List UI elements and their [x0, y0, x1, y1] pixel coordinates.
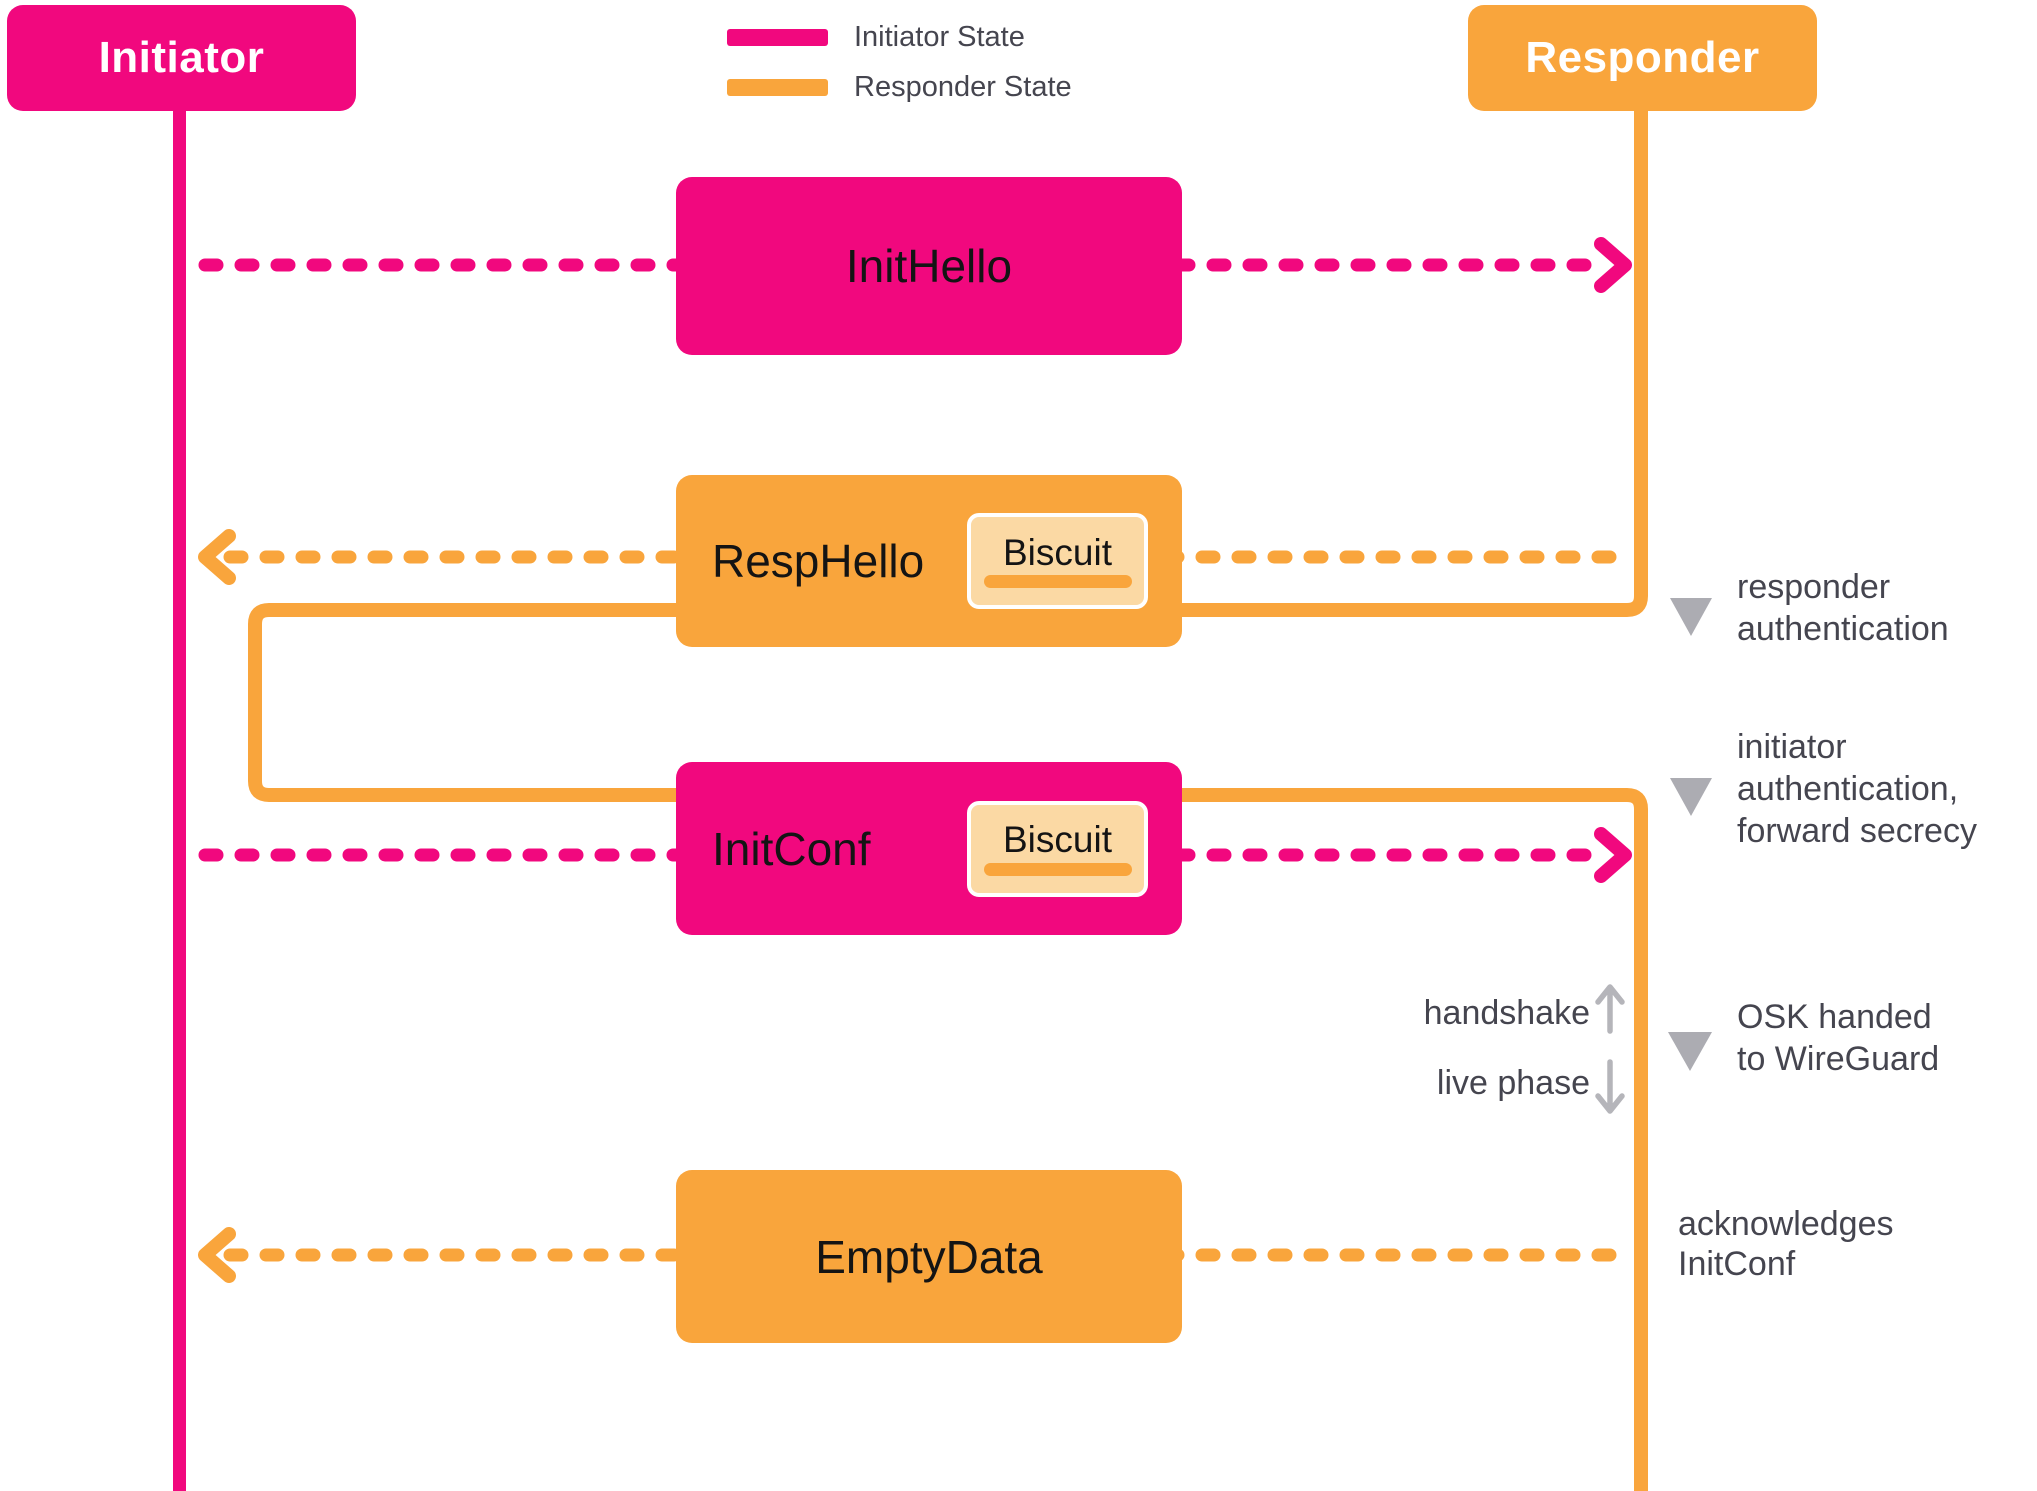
message-box-emptydata: EmptyData: [676, 1170, 1182, 1343]
biscuit-underline: [983, 575, 1132, 589]
legend-swatch-responder-state: [727, 78, 828, 96]
annotation-acknowledges-initconf: acknowledges InitConf: [1678, 1205, 1894, 1283]
legend-label-responder-state: Responder State: [854, 70, 1072, 103]
initiator-auth-triangle-icon: [1670, 778, 1712, 816]
annotation-handshake-phase: handshake: [1423, 994, 1590, 1032]
legend-swatch-initiator-state: [727, 28, 828, 46]
emptydata-arrowhead-icon: [198, 1227, 236, 1283]
biscuit-label: Biscuit: [1003, 531, 1112, 573]
legend-item-responder-state: Responder State: [727, 70, 1072, 104]
biscuit-underline: [983, 862, 1132, 876]
actor-initiator: Initiator: [7, 5, 356, 111]
biscuit-badge: Biscuit: [967, 800, 1148, 897]
inithello-arrowhead-icon: [1594, 237, 1632, 293]
annotation-osk-handed-to-wireguard: OSK handed to WireGuard: [1737, 998, 1940, 1078]
biscuit-badge: Biscuit: [967, 513, 1148, 609]
legend-item-initiator-state: Initiator State: [727, 20, 1072, 54]
message-label: RespHello: [712, 535, 925, 587]
actor-responder-label: Responder: [1525, 33, 1760, 82]
annotation-initiator-authentication: initiator authentication, forward secrec…: [1737, 728, 1977, 850]
message-label: InitConf: [712, 822, 871, 875]
handshake-up-arrow-icon: [1595, 984, 1625, 1034]
legend: Initiator State Responder State: [727, 20, 1072, 120]
osk-triangle-icon: [1668, 1032, 1712, 1071]
actor-responder: Responder: [1468, 5, 1817, 111]
message-box-resphello: RespHello Biscuit: [676, 475, 1182, 647]
resphello-arrowhead-icon: [198, 529, 236, 585]
actor-initiator-label: Initiator: [98, 33, 265, 82]
responder-auth-triangle-icon: [1670, 598, 1712, 636]
live-phase-down-arrow-icon: [1595, 1059, 1625, 1114]
initconf-arrowhead-icon: [1594, 827, 1632, 883]
message-label: EmptyData: [815, 1230, 1043, 1283]
biscuit-label: Biscuit: [1003, 819, 1112, 861]
responder-state-path: [248, 95, 1648, 1491]
message-label: InitHello: [845, 240, 1013, 292]
message-box-initconf: InitConf Biscuit: [676, 762, 1182, 935]
annotation-live-phase: live phase: [1436, 1064, 1590, 1102]
annotation-responder-authentication: responder authentication: [1737, 568, 1949, 648]
legend-label-initiator-state: Initiator State: [854, 20, 1025, 53]
message-box-inithello: InitHello: [676, 177, 1182, 355]
